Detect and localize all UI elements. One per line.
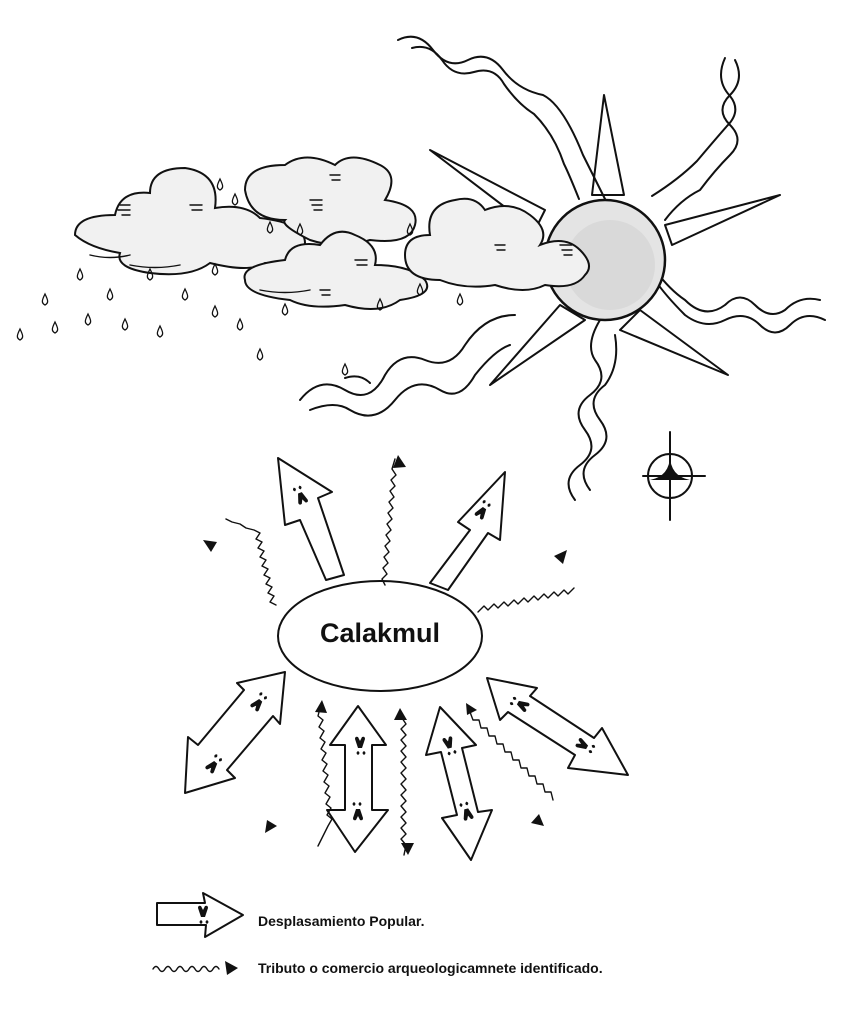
legend-symbol-wavy-arrow [152, 961, 238, 975]
wavy-arrow-icon [265, 700, 333, 847]
wavy-arrow-icon [394, 708, 414, 856]
wavy-arrow-icon [477, 550, 575, 613]
footprint-arrow-icon [429, 471, 506, 591]
calakmul-label: Calakmul [319, 618, 441, 648]
compass-icon [642, 431, 706, 521]
footprint-arrow-icon [326, 705, 389, 853]
population-arrows [184, 457, 629, 861]
legend-label-tribute-trade: Tributo o comercio arqueologicamnete ide… [258, 960, 603, 976]
footprint-arrow-icon [277, 457, 345, 581]
wavy-arrow-icon [381, 455, 406, 586]
footprint-arrow-icon [486, 677, 629, 776]
wavy-arrow-icon [203, 518, 277, 606]
legend-label-population-movement: Desplasamiento Popular. [258, 913, 425, 929]
footprint-arrow-icon [184, 671, 286, 794]
legend-symbol-footprint-arrow [156, 892, 244, 938]
calakmul-ellipse [277, 580, 483, 692]
wavy-arrow-icon [466, 703, 554, 826]
clouds-icon [73, 156, 590, 310]
sun-icon [299, 35, 826, 501]
footprint-arrow-icon [425, 706, 493, 861]
tribute-arrows [203, 455, 575, 856]
